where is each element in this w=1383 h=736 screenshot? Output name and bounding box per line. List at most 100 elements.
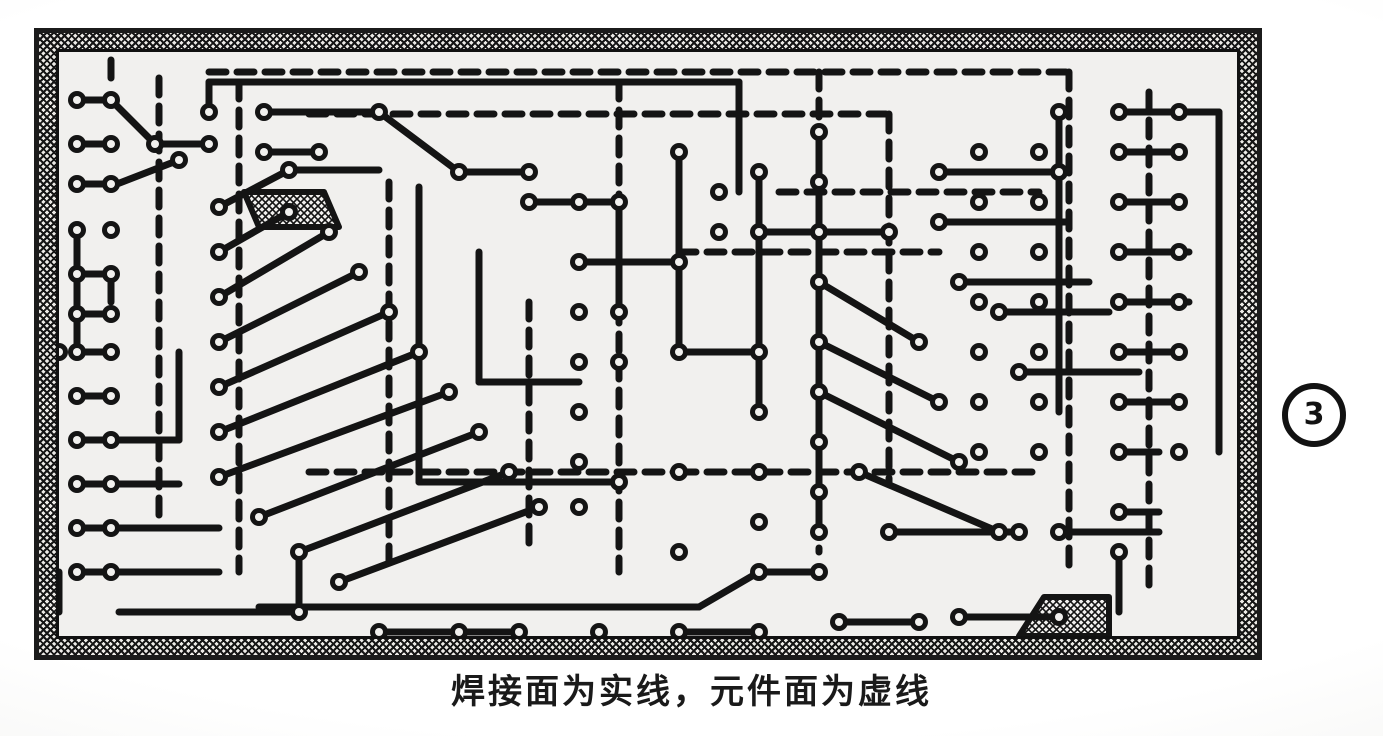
solder-pad [280, 161, 298, 179]
solder-pad [330, 573, 348, 591]
solder-pad [370, 623, 388, 636]
solder-pad [1030, 443, 1048, 461]
solder-pad [1030, 343, 1048, 361]
figure-number-text: 3 [1303, 397, 1325, 432]
solder-pad [810, 523, 828, 541]
solder-pad [610, 473, 628, 491]
solder-pad [1170, 443, 1188, 461]
solder-pad [610, 193, 628, 211]
solder-pad [1110, 193, 1128, 211]
solder-pad [810, 173, 828, 191]
solder-pad [570, 303, 588, 321]
solder-pad [930, 213, 948, 231]
solder-pad [970, 193, 988, 211]
solder-pad [68, 431, 86, 449]
solder-pad [1170, 243, 1188, 261]
solder-pad [810, 333, 828, 351]
solder-pad [570, 498, 588, 516]
solder-pad [210, 423, 228, 441]
solder-pad [102, 91, 120, 109]
solder-pad [450, 163, 468, 181]
solder-pad [670, 623, 688, 636]
pcb-trace-svg [59, 56, 1223, 636]
solder-pad [750, 343, 768, 361]
solder-pad [68, 343, 86, 361]
solder-pad [68, 91, 86, 109]
solid-trace [815, 278, 923, 346]
solder-pad [102, 475, 120, 493]
solder-pad [910, 613, 928, 631]
solder-pad [68, 135, 86, 153]
solder-pad [1030, 293, 1048, 311]
solder-pad [530, 498, 548, 516]
solder-pad [1110, 393, 1128, 411]
solder-pad [810, 273, 828, 291]
solder-pad [1170, 393, 1188, 411]
solder-pad [510, 623, 528, 636]
solder-pad [210, 198, 228, 216]
solder-pad [970, 393, 988, 411]
solder-pad [970, 343, 988, 361]
solder-pad [1030, 243, 1048, 261]
solder-pad [500, 463, 518, 481]
solder-pad [102, 135, 120, 153]
solder-pad [68, 475, 86, 493]
solder-pad [570, 453, 588, 471]
figure-number-badge: 3 [1282, 383, 1346, 447]
solder-pad [910, 333, 928, 351]
solder-pad [570, 403, 588, 421]
solder-pad [320, 223, 338, 241]
figure-caption: 焊接面为实线，元件面为虚线 [451, 672, 932, 712]
solder-pad [410, 343, 428, 361]
solder-pad [930, 163, 948, 181]
solder-pad [146, 135, 164, 153]
solder-pad [970, 293, 988, 311]
solder-pad [830, 613, 848, 631]
solder-pad [1110, 243, 1128, 261]
solid-trace [215, 268, 363, 346]
solder-pad [470, 423, 488, 441]
solder-pad [440, 383, 458, 401]
solder-pad [370, 103, 388, 121]
solder-pad [1050, 103, 1068, 121]
solder-pad [68, 221, 86, 239]
solder-pad [750, 513, 768, 531]
solid-trace [375, 108, 463, 176]
solder-pad [610, 303, 628, 321]
solid-trace [815, 338, 943, 406]
solder-pad [810, 433, 828, 451]
solder-pad [102, 175, 120, 193]
solder-pad [850, 463, 868, 481]
solder-pad [59, 343, 68, 361]
solder-pad [930, 393, 948, 411]
solid-trace [855, 468, 1003, 536]
solder-pad [1110, 103, 1128, 121]
solder-pad [610, 353, 628, 371]
solder-pad [102, 221, 120, 239]
solder-pad [350, 263, 368, 281]
solder-pad [200, 135, 218, 153]
solid-trace [215, 166, 293, 211]
solder-pad [310, 143, 328, 161]
solder-pad [210, 243, 228, 261]
solder-pad [102, 343, 120, 361]
solder-pad [1110, 143, 1128, 161]
solder-pad [810, 123, 828, 141]
solder-pad [250, 508, 268, 526]
solder-pad [102, 265, 120, 283]
solder-pad [210, 333, 228, 351]
solder-pad [102, 305, 120, 323]
solder-pad [520, 163, 538, 181]
solder-pad [1030, 193, 1048, 211]
solder-pad [750, 163, 768, 181]
solder-pad [570, 193, 588, 211]
solder-pad [280, 203, 298, 221]
solder-pad [670, 253, 688, 271]
solder-pad [200, 103, 218, 121]
solder-pad [102, 431, 120, 449]
solder-pad [880, 523, 898, 541]
solder-pad [810, 223, 828, 241]
solder-pad [750, 223, 768, 241]
solder-pad [1050, 608, 1068, 626]
